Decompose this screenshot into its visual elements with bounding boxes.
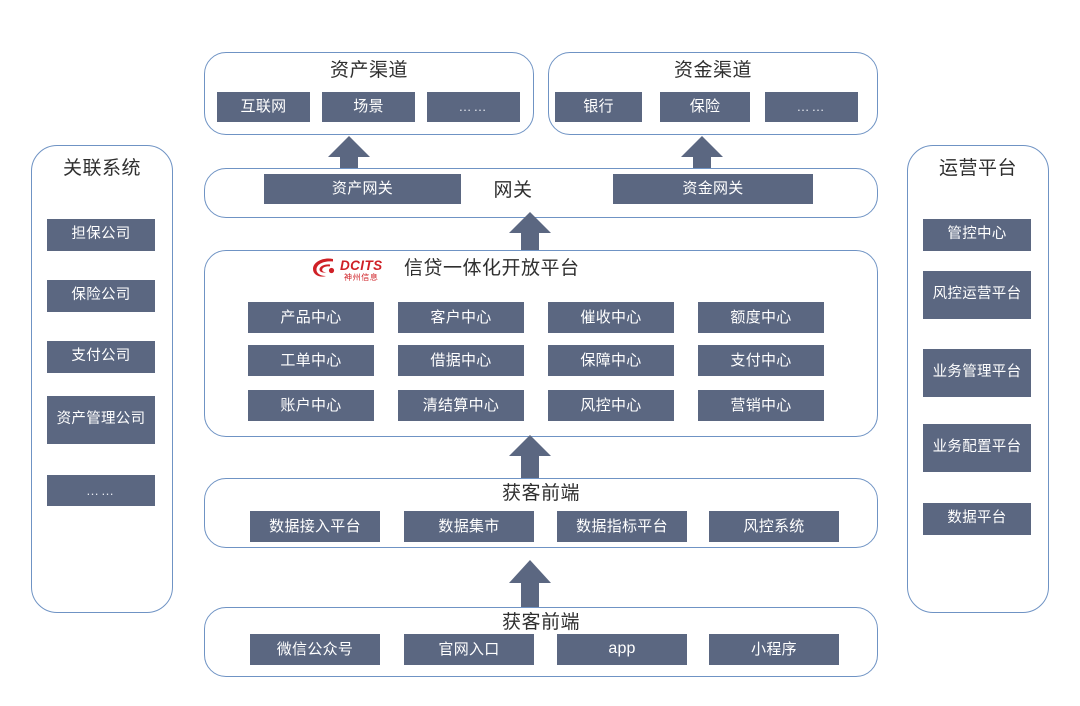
operation-platform-item-0[interactable]: 管控中心 — [923, 219, 1031, 251]
platform-center-5[interactable]: 借据中心 — [398, 345, 524, 376]
platform-center-7[interactable]: 支付中心 — [698, 345, 824, 376]
arrow-frontend-to-data — [508, 560, 552, 610]
dcits-wordmark-en: DCITS — [340, 258, 383, 273]
operation-platform-item-1[interactable]: 风控运营平台 — [923, 271, 1031, 319]
fund-channel-item-0[interactable]: 银行 — [555, 92, 642, 122]
operation-platform-caption: 运营平台 — [938, 158, 1017, 179]
platform-center-6[interactable]: 保障中心 — [548, 345, 674, 376]
asset-channel-item-0[interactable]: 互联网 — [217, 92, 310, 122]
frontend-layer-caption: 获客前端 — [501, 612, 580, 633]
dcits-wordmark: DCITS 神州信息 — [340, 259, 383, 282]
arrow-asset-gateway-up — [327, 136, 371, 180]
frontend-layer-item-0[interactable]: 微信公众号 — [250, 634, 380, 665]
fund-channel-item-1[interactable]: 保险 — [660, 92, 750, 122]
platform-title: 信贷一体化开放平台 — [404, 258, 580, 279]
related-systems-item-0[interactable]: 担保公司 — [47, 219, 155, 251]
dcits-wordmark-cn: 神州信息 — [344, 273, 379, 282]
operation-platform-item-4[interactable]: 数据平台 — [923, 503, 1031, 535]
operation-platform-item-2[interactable]: 业务管理平台 — [923, 349, 1031, 397]
asset-channel-item-2[interactable]: …… — [427, 92, 520, 122]
frontend-layer-item-2[interactable]: app — [557, 634, 687, 665]
dcits-swoosh-icon — [311, 256, 337, 285]
gateway-caption: 网关 — [493, 180, 533, 201]
operation-platform-item-3[interactable]: 业务配置平台 — [923, 424, 1031, 472]
platform-center-10[interactable]: 风控中心 — [548, 390, 674, 421]
platform-center-11[interactable]: 营销中心 — [698, 390, 824, 421]
related-systems-panel — [31, 145, 173, 613]
related-systems-item-2[interactable]: 支付公司 — [47, 341, 155, 373]
arrow-data-to-platform — [508, 435, 552, 479]
asset-channel-item-1[interactable]: 场景 — [322, 92, 415, 122]
platform-center-3[interactable]: 额度中心 — [698, 302, 824, 333]
related-systems-item-4[interactable]: …… — [47, 475, 155, 506]
data-layer-item-0[interactable]: 数据接入平台 — [250, 511, 380, 542]
frontend-layer-item-3[interactable]: 小程序 — [709, 634, 839, 665]
gateway-item-0[interactable]: 资产网关 — [264, 174, 461, 204]
fund-channel-item-2[interactable]: …… — [765, 92, 858, 122]
platform-center-0[interactable]: 产品中心 — [248, 302, 374, 333]
data-layer-item-1[interactable]: 数据集市 — [404, 511, 534, 542]
data-layer-item-3[interactable]: 风控系统 — [709, 511, 839, 542]
platform-center-1[interactable]: 客户中心 — [398, 302, 524, 333]
gateway-item-1[interactable]: 资金网关 — [613, 174, 813, 204]
platform-center-2[interactable]: 催收中心 — [548, 302, 674, 333]
fund-channel-caption: 资金渠道 — [673, 60, 752, 81]
platform-center-8[interactable]: 账户中心 — [248, 390, 374, 421]
data-layer-item-2[interactable]: 数据指标平台 — [557, 511, 687, 542]
asset-channel-caption: 资产渠道 — [329, 60, 408, 81]
related-systems-caption: 关联系统 — [62, 158, 141, 179]
frontend-layer-item-1[interactable]: 官网入口 — [404, 634, 534, 665]
platform-center-4[interactable]: 工单中心 — [248, 345, 374, 376]
platform-center-9[interactable]: 清结算中心 — [398, 390, 524, 421]
related-systems-item-3[interactable]: 资产管理公司 — [47, 396, 155, 444]
arrow-fund-gateway-up — [680, 136, 724, 180]
arrow-platform-to-gateway — [508, 212, 552, 256]
related-systems-item-1[interactable]: 保险公司 — [47, 280, 155, 312]
data-layer-caption: 获客前端 — [501, 483, 580, 504]
dcits-logo: DCITS 神州信息 — [311, 256, 383, 285]
